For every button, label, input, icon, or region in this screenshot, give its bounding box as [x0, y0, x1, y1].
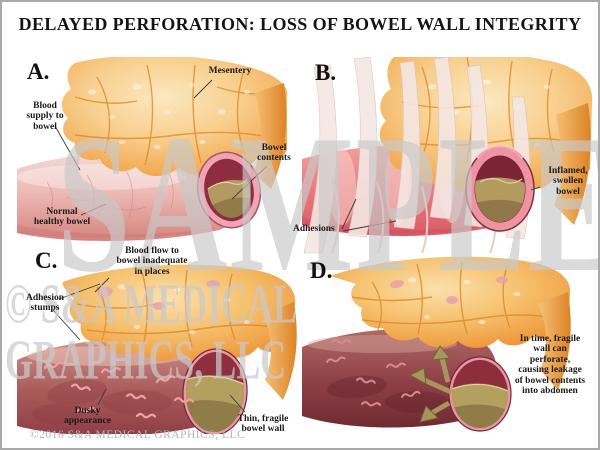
panel-d-letter: D. — [310, 258, 333, 283]
panel-c-leader-lines — [52, 277, 246, 413]
panel-b-letter: B. — [315, 60, 337, 85]
panel-b: B. Inflamed, swollen bowel Adhesions — [293, 57, 598, 255]
label-blood-flow-inadequate: Blood flow to bowel inadequate in places — [116, 246, 188, 277]
figure-title: DELAYED PERFORATION: LOSS OF BOWEL WALL … — [18, 14, 582, 34]
label-bowel-contents: Bowel contents — [257, 143, 291, 164]
panel-b-illustration — [302, 57, 593, 254]
label-thin-fragile-bowel-wall: Thin, fragile bowel wall — [237, 414, 289, 435]
label-mesentery: Mesentery — [208, 66, 252, 76]
label-inflamed-swollen-bowel: Inflamed, swollen bowel — [548, 166, 588, 197]
label-adhesions: Adhesions — [293, 224, 335, 234]
panel-a-illustration — [17, 57, 287, 241]
panel-a-leader-lines — [54, 79, 268, 216]
footer-copyright: ©2016 S&A MEDICAL GRAPHICS, LLC — [30, 429, 246, 441]
perforation-arrows — [422, 357, 453, 417]
panel-b-leader-lines — [341, 186, 541, 232]
panel-c: C. Blood flow to bowel inadequate in pla… — [17, 242, 302, 434]
panel-c-letter: C. — [35, 248, 58, 273]
panel-d: D. In time, fragile wall can perforate, … — [302, 252, 598, 432]
panel-a-letter: A. — [27, 59, 50, 84]
label-perforation-description: In time, fragile wall can perforate, cau… — [514, 334, 586, 397]
label-blood-supply: Blood supply to bowel — [26, 101, 64, 132]
panel-c-illustration — [17, 264, 297, 434]
label-adhesion-stumps: Adhesion stumps — [25, 293, 64, 314]
label-normal-healthy-bowel: Normal healthy bowel — [33, 207, 91, 228]
panel-a: A. Mesentery Blood supply to bowel Bowel… — [17, 57, 302, 247]
label-dusky-appearance: Dusky appearance — [64, 406, 111, 427]
panel-d-illustration — [302, 256, 571, 432]
